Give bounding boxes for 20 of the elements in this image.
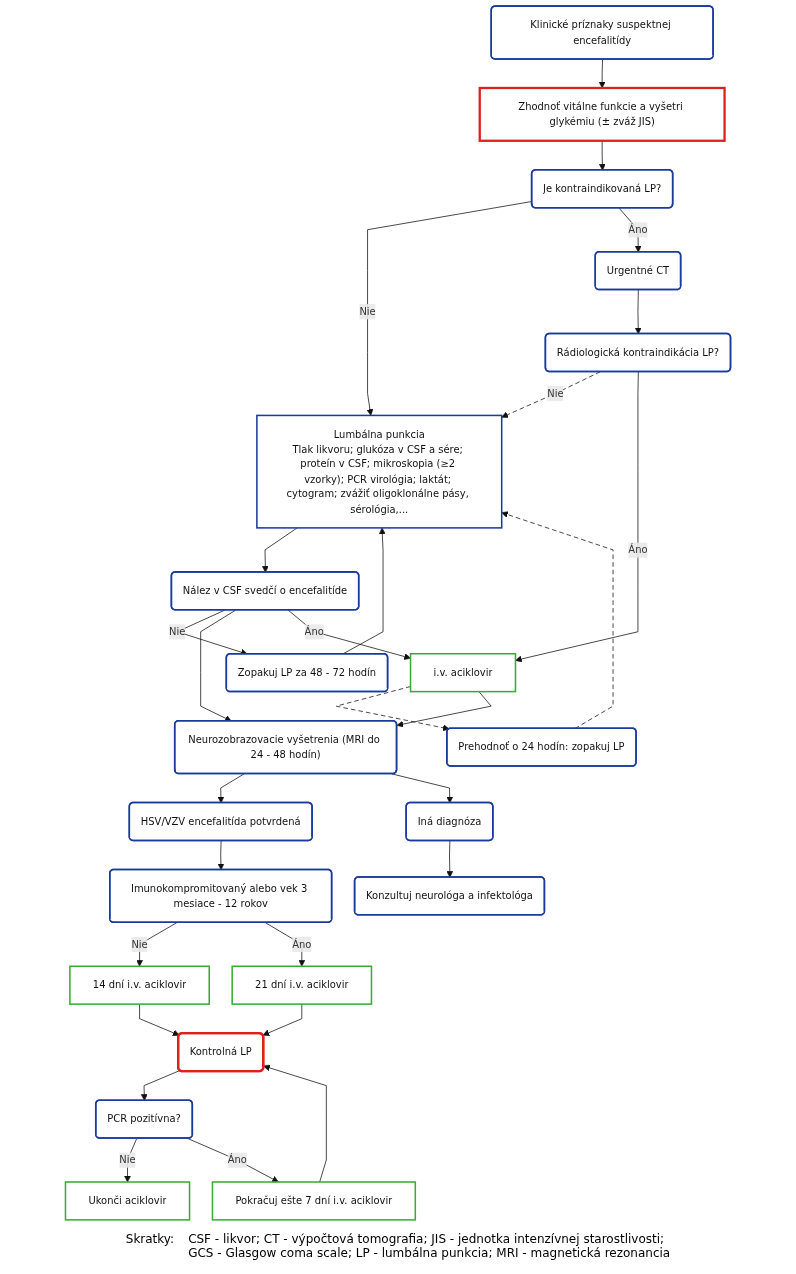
node-box: i.v. aciklovir (409, 652, 517, 693)
edge-label: Áno (227, 1154, 247, 1166)
edge-label: Nie (169, 625, 186, 638)
edge-label: Áno (292, 938, 312, 950)
abbreviations-heading: Skratky: (125, 1232, 175, 1246)
node-box: 14 dní i.v. aciklovir (69, 965, 210, 1005)
node-box: 21 dní i.v. aciklovir (231, 965, 373, 1005)
node-box: Pokračuj ešte 7 dní i.v. aciklovir (211, 1181, 417, 1221)
node-box: Lumbálna punkcia Tlak likvoru; glukóza v CSF a sére; proteín v CSF; mikroskopia (≥2 vzorky); PCR virológia; laktát; cytogram; zvážiť oligoklonálne pásy, sérológia,... (256, 414, 503, 529)
edge-label: Nie (359, 305, 376, 318)
edge-label: Áno (628, 543, 648, 556)
abbreviations-note: CSF - likvor; CT - výpočtová tomografia; JIS - jednotka intenzívnej starostlivosti; (188, 1232, 666, 1246)
abbreviations-note: GCS - Glasgow coma scale; LP - lumbálna punkcia; MRI - magnetická rezonancia (188, 1246, 671, 1260)
node-box: Zhodnoť vitálne funkcie a vyšetri glykémiu (± zváž JIS) (478, 86, 726, 142)
edge-label: Áno (304, 625, 324, 638)
node-box: Ukonči aciklovir (64, 1181, 191, 1221)
edge-label: Nie (547, 387, 564, 399)
edge-label: Nie (131, 938, 148, 950)
edge-label: Áno (628, 223, 648, 236)
edge-label: Nie (119, 1154, 136, 1166)
